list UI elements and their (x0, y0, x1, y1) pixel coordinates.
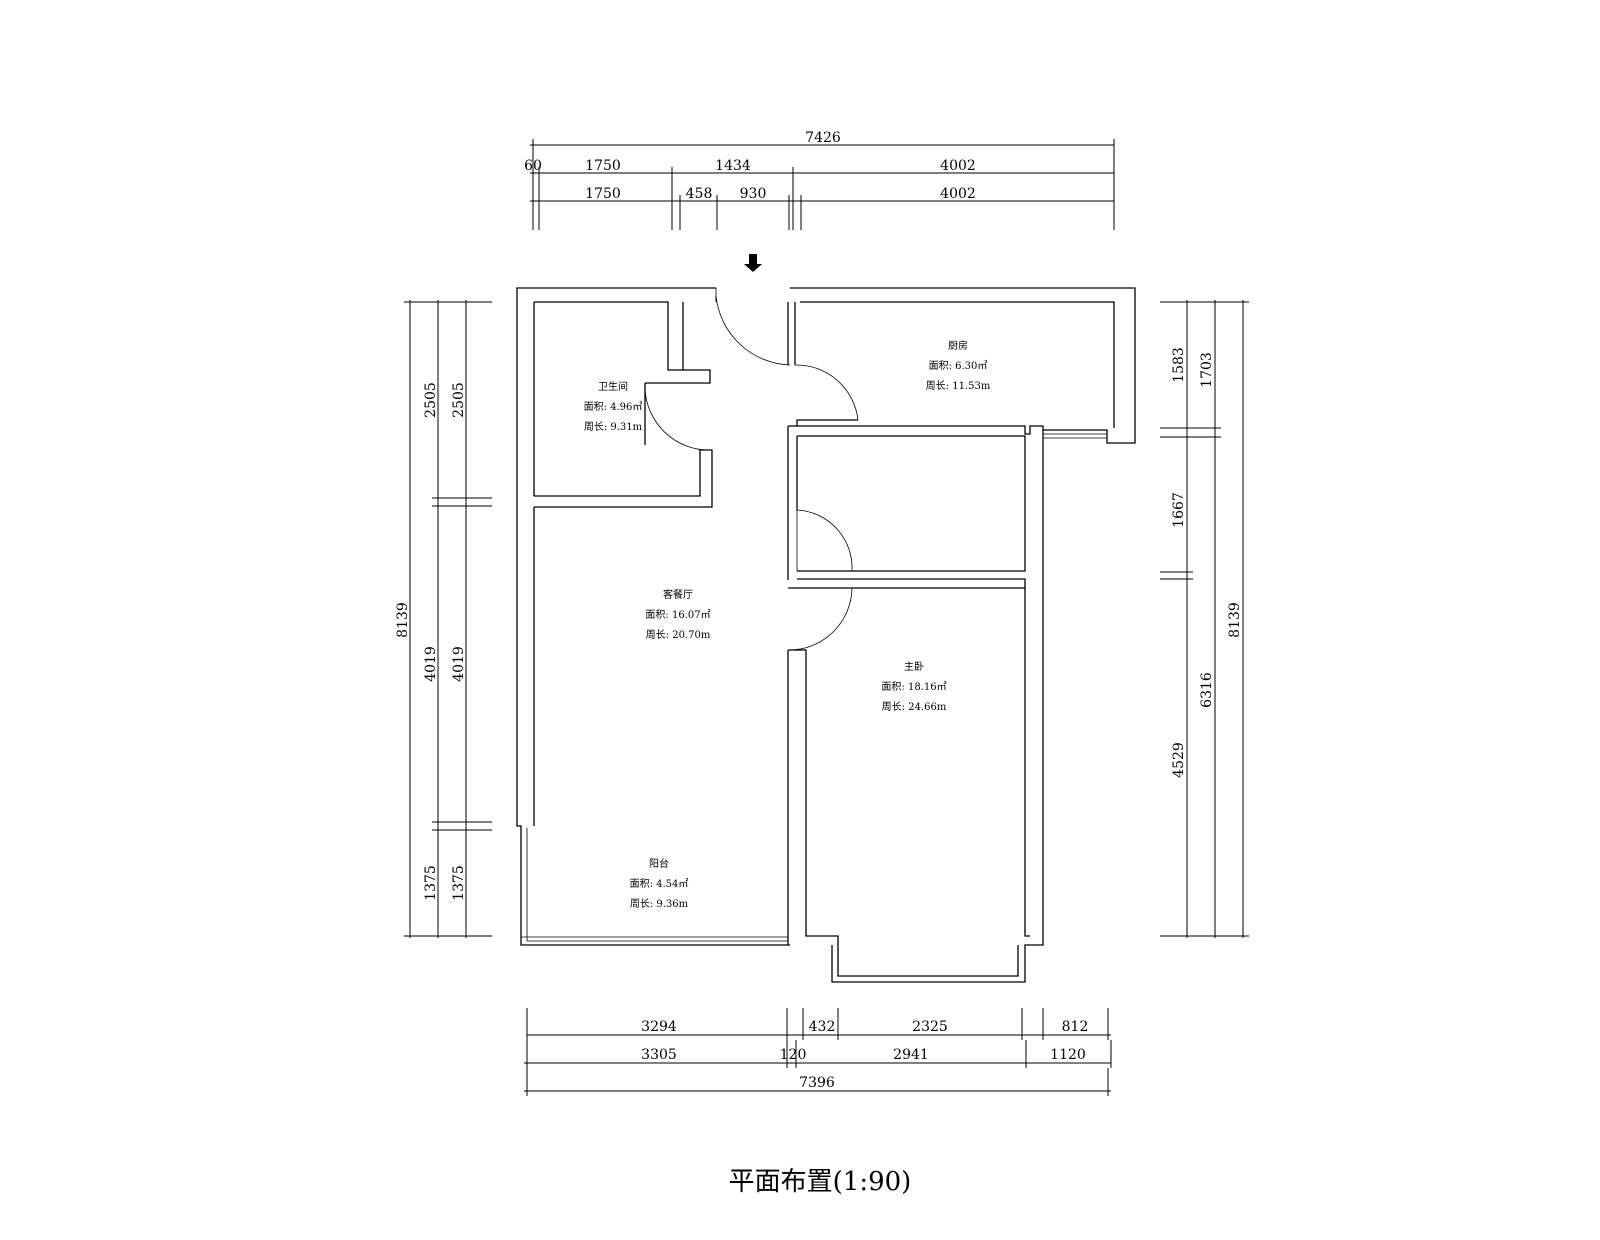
dim-left-a1: 2505 (423, 382, 439, 418)
dim-right-m1: 1703 (1199, 352, 1215, 388)
dim-left-a3: 1375 (423, 865, 439, 901)
dim-bot-total: 7396 (799, 1075, 835, 1091)
dim-left-b3: 1375 (451, 865, 467, 901)
room-bathroom: 卫生间 面积: 4.96㎡ 周长: 9.31m (584, 380, 643, 433)
dim-top-total: 7426 (805, 130, 841, 146)
room-area: 面积: 18.16㎡ (881, 681, 946, 693)
room-kitchen: 厨房 面积: 6.30㎡ 周长: 11.53m (926, 339, 991, 392)
room-area: 面积: 16.07㎡ (645, 609, 710, 621)
room-area: 面积: 4.54㎡ (630, 878, 689, 890)
dim-left-a2: 4019 (423, 646, 439, 682)
left-dimensions: 8139 2505 4019 1375 2505 4019 1375 (395, 300, 492, 938)
entrance-arrow-icon (744, 254, 762, 272)
room-name: 客餐厅 (663, 588, 693, 601)
plan-title: 平面布置(1:90) (729, 1167, 912, 1197)
walls (516, 287, 1136, 983)
room-living-dining: 客餐厅 面积: 16.07㎡ 周长: 20.70m (645, 588, 710, 641)
doors (644, 288, 859, 651)
dim-right-m2: 6316 (1199, 672, 1215, 708)
dim-left-total: 8139 (395, 602, 411, 638)
dim-top-r2-d: 4002 (940, 186, 976, 202)
dim-top-r1-b: 1750 (585, 158, 621, 174)
dim-right-total: 8139 (1227, 602, 1243, 638)
dim-bot-r1-d: 812 (1062, 1019, 1089, 1035)
room-perimeter: 周长: 9.36m (630, 898, 689, 910)
dim-top-r1-a: 60 (524, 158, 542, 174)
dim-right-i3: 4529 (1171, 742, 1187, 778)
room-area: 面积: 6.30㎡ (929, 360, 988, 372)
room-name: 主卧 (904, 660, 924, 673)
dim-top-r2-c: 930 (740, 186, 767, 202)
dim-right-i1: 1583 (1171, 347, 1187, 383)
room-master-bedroom: 主卧 面积: 18.16㎡ 周长: 24.66m (881, 660, 946, 713)
dim-top-r2-a: 1750 (585, 186, 621, 202)
dim-left-b1: 2505 (451, 382, 467, 418)
top-dimensions: 7426 60 1750 1434 4002 1750 458 930 4002 (524, 130, 1115, 230)
dim-left-b2: 4019 (451, 646, 467, 682)
room-balcony: 阳台 面积: 4.54㎡ 周长: 9.36m (630, 857, 689, 910)
dim-bot-r2-b: 120 (780, 1047, 807, 1063)
room-name: 卫生间 (598, 380, 628, 393)
dim-top-r2-b: 458 (686, 186, 713, 202)
room-perimeter: 周长: 20.70m (646, 629, 711, 641)
right-dimensions: 1583 1667 4529 1703 6316 8139 (1160, 300, 1249, 938)
dim-bot-r2-a: 3305 (641, 1047, 677, 1063)
dim-bot-r1-c: 2325 (912, 1019, 948, 1035)
dim-bot-r1-a: 3294 (641, 1019, 677, 1035)
dim-top-r1-c: 1434 (715, 158, 751, 174)
dim-bot-r2-d: 1120 (1050, 1047, 1086, 1063)
room-name: 厨房 (948, 339, 968, 352)
room-area: 面积: 4.96㎡ (584, 401, 643, 413)
dim-bot-r2-c: 2941 (893, 1047, 929, 1063)
dim-top-r1-d: 4002 (940, 158, 976, 174)
bottom-dimensions: 3294 432 2325 812 3305 120 2941 1120 739… (524, 1008, 1112, 1096)
dim-bot-r1-b: 432 (809, 1019, 836, 1035)
room-perimeter: 周长: 9.31m (584, 421, 643, 433)
room-name: 阳台 (649, 857, 669, 870)
dim-right-i2: 1667 (1171, 492, 1187, 528)
room-perimeter: 周长: 24.66m (882, 701, 947, 713)
room-perimeter: 周长: 11.53m (926, 380, 991, 392)
